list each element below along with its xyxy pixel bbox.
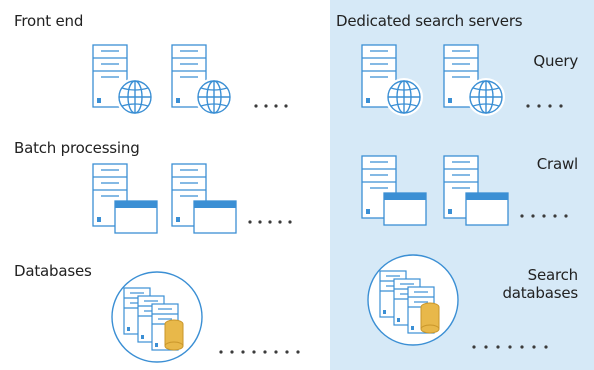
database-servers [112, 272, 300, 362]
search-database-cluster-icon [368, 255, 458, 345]
ellipsis-icon [219, 350, 300, 354]
ellipsis-icon [254, 104, 288, 108]
query-label: Query [533, 52, 578, 70]
search-databases-label: Search databases [502, 266, 578, 302]
web-server-icon [171, 44, 234, 117]
search-database-servers [368, 255, 548, 349]
query-servers [361, 44, 563, 117]
crawl-label: Crawl [536, 155, 578, 173]
crawl-server-icon [443, 155, 509, 226]
ellipsis-icon [472, 345, 548, 349]
front-end-servers [92, 44, 288, 117]
front-end-label: Front end [14, 12, 84, 30]
query-server-icon [361, 44, 424, 117]
search-databases-label-line1: Search [527, 266, 579, 284]
app-server-icon [171, 163, 237, 234]
dedicated-search-servers-label: Dedicated search servers [336, 12, 523, 30]
app-server-icon [92, 163, 158, 234]
databases-label: Databases [14, 262, 92, 280]
query-server-icon [443, 44, 506, 117]
ellipsis-icon [520, 214, 568, 218]
batch-processing-label: Batch processing [14, 139, 140, 157]
ellipsis-icon [248, 220, 292, 224]
ellipsis-icon [526, 104, 563, 108]
batch-processing-servers [92, 163, 292, 234]
database-cluster-icon [112, 272, 202, 362]
search-databases-label-line2: databases [502, 284, 578, 302]
crawl-server-icon [361, 155, 427, 226]
crawl-servers [361, 155, 568, 226]
web-server-icon [92, 44, 155, 117]
